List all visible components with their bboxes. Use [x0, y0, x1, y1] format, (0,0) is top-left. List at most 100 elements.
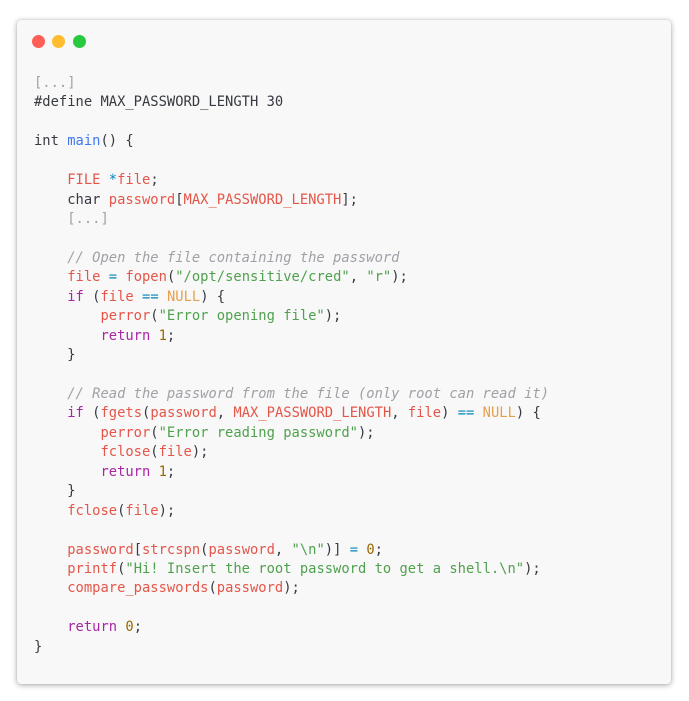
code-token-string: "Error reading password" [158, 424, 358, 441]
code-token-keyword: return [100, 463, 151, 480]
code-block: [...]#define MAX_PASSWORD_LENGTH 30 int … [34, 74, 549, 657]
code-token-plain [34, 464, 100, 480]
code-token-plain: ( [117, 560, 126, 577]
code-window: [...]#define MAX_PASSWORD_LENGTH 30 int … [17, 20, 671, 684]
code-token-plain: ( [150, 424, 159, 441]
code-token-plain [150, 464, 158, 480]
code-token-variable: MAX_PASSWORD_LENGTH [183, 191, 342, 208]
code-line: [...] [34, 74, 549, 93]
code-token-plain [34, 211, 67, 227]
code-token-string: "/opt/sensitive/cred" [175, 269, 350, 286]
code-token-plain: int [34, 133, 68, 150]
code-token-plain: ( [117, 502, 126, 519]
code-line: FILE *file; [34, 171, 549, 190]
code-line [34, 521, 549, 540]
code-token-plain [34, 328, 100, 344]
code-token-operator: = [100, 269, 126, 286]
code-line: #define MAX_PASSWORD_LENGTH 30 [34, 93, 549, 112]
code-token-variable: printf [67, 560, 118, 577]
code-token-plain: , [216, 405, 234, 422]
code-token-plain: ( [83, 405, 101, 422]
code-token-variable: file [407, 405, 442, 422]
code-token-plain: ); [524, 560, 541, 577]
code-token-keyword: return [67, 619, 118, 636]
code-token-variable: compare_passwords [67, 580, 209, 597]
code-token-string: "\n" [291, 541, 325, 558]
code-token-variable: password [150, 405, 217, 422]
code-line: return 1; [34, 327, 549, 346]
code-token-number: 1 [158, 327, 167, 344]
code-token-plain: )] [324, 541, 350, 558]
code-line: // Open the file containing the password [34, 249, 549, 268]
code-line: perror("Error reading password"); [34, 424, 549, 443]
code-token-plain: } [34, 483, 76, 500]
code-token-plain: ]; [341, 191, 358, 208]
close-button[interactable] [32, 35, 45, 48]
code-line: fclose(file); [34, 502, 549, 521]
code-line: } [34, 638, 549, 657]
code-token-plain: ) { [515, 405, 541, 422]
code-token-plain [34, 542, 67, 558]
code-token-plain [474, 405, 482, 421]
code-token-variable: password [216, 580, 284, 597]
code-token-plain: ); [357, 424, 375, 441]
code-token-number: 1 [158, 463, 167, 480]
code-token-keyword: return [100, 327, 151, 344]
code-token-variable: password [108, 191, 176, 208]
code-token-variable: password [67, 541, 134, 558]
code-token-plain: ); [391, 269, 408, 286]
code-token-number: 0 [125, 619, 134, 636]
code-token-keyword: if [67, 405, 84, 422]
code-token-plain [34, 425, 100, 441]
code-line: fclose(file); [34, 443, 549, 462]
code-token-comment: [...] [67, 211, 109, 228]
minimize-button[interactable] [52, 35, 65, 48]
code-token-variable: strcspn [142, 541, 201, 558]
code-token-plain: char [34, 191, 109, 208]
code-token-plain [150, 328, 158, 344]
code-token-string: "r" [366, 269, 392, 286]
code-token-plain: ); [158, 502, 176, 519]
code-token-plain: } [34, 638, 43, 655]
code-token-plain: ( [150, 444, 159, 461]
code-line: compare_passwords(password); [34, 579, 549, 598]
code-token-string: "Error opening file" [158, 308, 325, 325]
code-token-plain: [ [133, 541, 142, 558]
code-token-plain [34, 289, 67, 305]
code-token-comment: // Read the password from the file (only… [67, 386, 550, 402]
code-line: // Read the password from the file (only… [34, 385, 549, 404]
code-line [34, 366, 549, 385]
code-token-plain: ; [374, 541, 383, 558]
code-token-plain: ); [191, 444, 209, 461]
code-token-plain [34, 250, 67, 266]
code-token-plain: ( [208, 580, 217, 597]
code-token-plain: ; [150, 172, 159, 189]
code-token-null: NULL [482, 405, 516, 422]
code-token-variable: fgets [100, 405, 143, 422]
code-token-plain: () { [100, 133, 134, 150]
code-token-plain [34, 561, 67, 577]
code-token-variable: MAX_PASSWORD_LENGTH [233, 405, 392, 422]
code-token-plain: ( [150, 308, 159, 325]
code-line: password[strcspn(password, "\n")] = 0; [34, 541, 549, 560]
code-token-operator: == [457, 405, 475, 422]
code-token-variable: file [158, 444, 192, 461]
code-token-variable: password [208, 541, 275, 558]
code-token-comment: [...] [34, 75, 76, 91]
code-token-variable: file [117, 172, 151, 189]
code-token-comment: // Open the file containing the password [67, 249, 400, 266]
code-token-plain: ( [200, 541, 209, 558]
code-token-number: 0 [366, 541, 375, 558]
code-token-variable: perror [100, 424, 151, 441]
code-token-operator: * [108, 172, 118, 189]
maximize-button[interactable] [73, 35, 86, 48]
code-token-variable: fclose [67, 502, 118, 519]
code-line: printf("Hi! Insert the root password to … [34, 560, 549, 579]
code-token-variable: file [100, 288, 134, 305]
code-token-plain: ; [166, 463, 176, 480]
code-line: [...] [34, 210, 549, 229]
code-token-plain [34, 580, 67, 596]
code-token-variable: perror [100, 308, 151, 325]
code-token-plain: ); [324, 308, 342, 325]
code-token-plain: ); [283, 580, 300, 597]
